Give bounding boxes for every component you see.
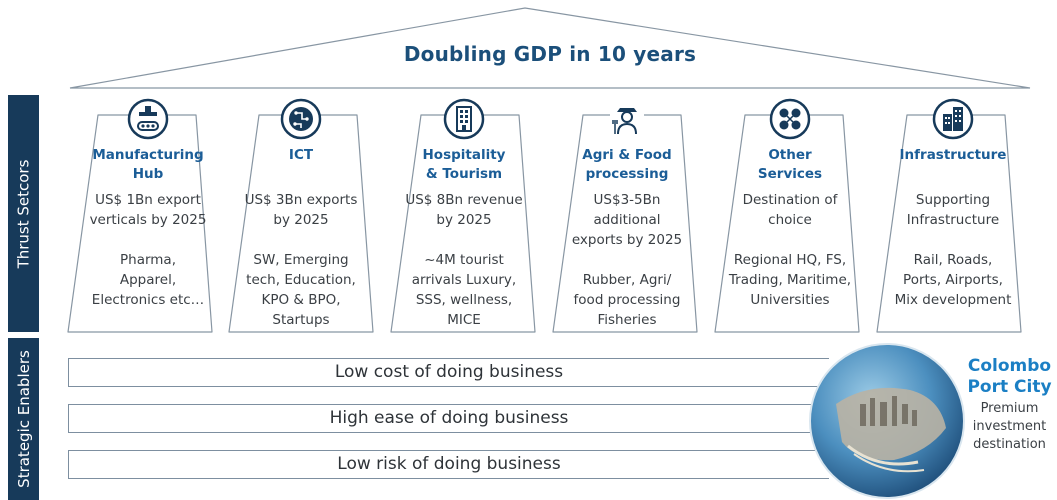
pillar-agri-food: Agri & Food processing US$3-5Bn addition…	[542, 94, 712, 334]
manufacturing-icon	[127, 98, 169, 140]
port-city-globe-image	[809, 343, 965, 499]
pillar-outlines	[67, 114, 1022, 333]
ict-chip-icon	[280, 98, 322, 140]
strategic-enablers-label: Strategic Enablers	[8, 338, 39, 500]
enabler-high-ease: High ease of doing business	[68, 404, 829, 433]
port-city-subtitle: Premium investment destination	[972, 401, 1047, 452]
pillar-outline-2	[228, 114, 374, 333]
enabler-low-risk: Low risk of doing business	[68, 450, 829, 479]
thrust-sectors-label: Thrust Setcors	[8, 95, 39, 332]
port-city-title: Colombo Port City	[967, 356, 1052, 397]
pillar-hospitality: Hospitality & Tourism US$ 8Bn revenue by…	[379, 94, 549, 334]
enabler-low-cost: Low cost of doing business	[68, 358, 829, 387]
pillar-other-services: Other Services Destination of choice Reg…	[705, 94, 875, 334]
pillar-outline-4	[552, 114, 698, 333]
hotel-building-icon	[443, 98, 485, 140]
pillar-infrastructure: Infrastructure Supporting Infrastructure…	[868, 94, 1038, 334]
services-network-icon	[769, 98, 811, 140]
pillar-manufacturing: Manufacturing Hub US$ 1Bn export vertica…	[63, 94, 233, 334]
roof-shape	[69, 7, 1031, 89]
page-title: Doubling GDP in 10 years	[403, 42, 697, 66]
pillar-outline-3	[390, 114, 536, 333]
pillar-outline-5	[714, 114, 860, 333]
city-buildings-icon	[932, 98, 974, 140]
pillar-ict: ICT US$ 3Bn exports by 2025 SW, Emerging…	[216, 94, 386, 334]
farmer-icon	[610, 102, 644, 136]
